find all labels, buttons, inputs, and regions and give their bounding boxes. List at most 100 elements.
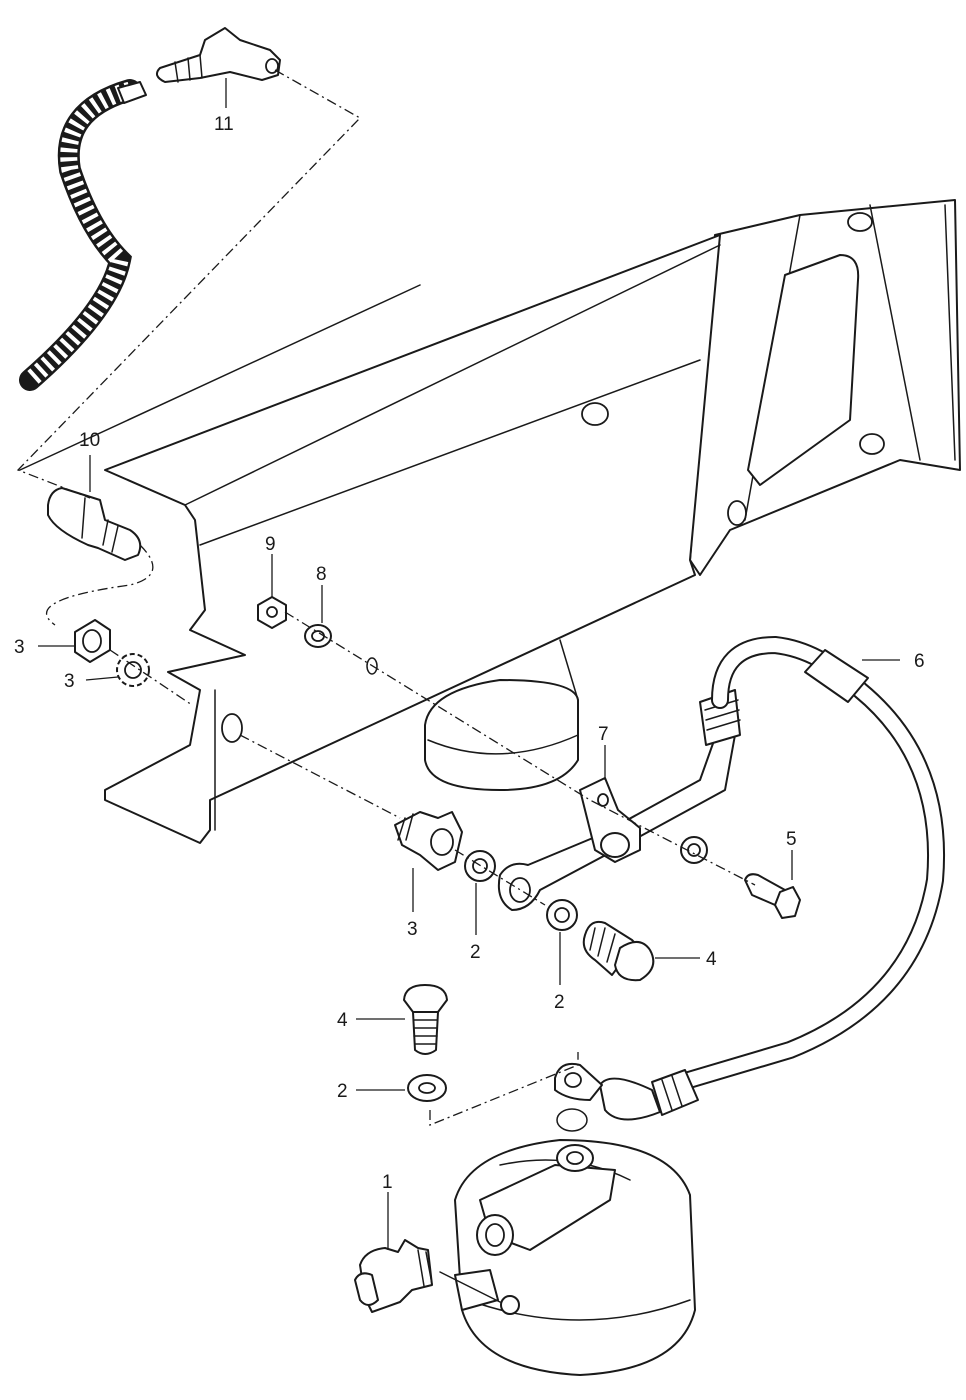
assembly-line-hose <box>16 69 362 499</box>
hose-banjo-hole <box>564 1072 582 1088</box>
hose-end <box>117 81 147 104</box>
tank-side-port-hole <box>485 1223 505 1247</box>
main-beam <box>104 234 721 844</box>
small-nut-hole <box>266 606 278 618</box>
banjo-bolt-threads <box>589 927 616 963</box>
washer-hole <box>418 1082 436 1094</box>
drain-valve-part-1 <box>354 1239 433 1313</box>
callout-labels: 11 10 9 8 3 3 7 6 5 3 2 2 4 4 2 1 <box>14 114 925 1193</box>
callout-3-washer: 3 <box>64 671 75 692</box>
assembly-line-nut <box>109 649 193 706</box>
nut-part-3 <box>74 619 111 663</box>
pipe-assembly <box>497 689 741 911</box>
air-tank <box>439 1139 696 1376</box>
beam-face-edge <box>199 359 701 546</box>
callout-4-left: 4 <box>337 1010 348 1031</box>
bellows-fold <box>427 734 579 755</box>
lock-washer-part-3 <box>116 653 150 687</box>
corrugated-hose <box>19 79 147 391</box>
bracket-part-7 <box>579 777 641 863</box>
drain-valve-threads <box>417 1249 433 1287</box>
callout-1: 1 <box>382 1172 393 1193</box>
washer-lower <box>556 1108 588 1132</box>
hose-end-nut-flats <box>661 1075 683 1111</box>
callout-2-upper: 2 <box>470 942 481 963</box>
elbow-port <box>265 58 279 74</box>
assembly-line-bolt <box>284 611 756 886</box>
banjo-bolt-head <box>403 984 448 1013</box>
callout-7: 7 <box>598 724 609 745</box>
fitting-part-10 <box>47 487 142 561</box>
banjo-bolt-part-4 <box>403 984 448 1055</box>
bracket-clamp <box>600 832 630 858</box>
lock-washer-hole <box>124 661 142 679</box>
beam-top-edge <box>184 244 721 506</box>
adapter-threads <box>397 813 414 841</box>
drain-valve-body <box>359 1239 433 1313</box>
elbow-barbs <box>174 54 203 83</box>
elbow-body <box>155 27 281 83</box>
beam-hole <box>581 402 609 426</box>
washer-part-2 <box>546 899 578 931</box>
frame-hole <box>727 500 747 526</box>
hose-end-nut <box>651 1069 699 1116</box>
banjo-bolt-part-4 <box>582 920 655 982</box>
banjo-bolt-shank <box>412 1011 439 1055</box>
banjo-eye <box>509 877 531 903</box>
chassis-frame <box>19 199 961 844</box>
hex-nut-hole <box>82 629 102 653</box>
fitting-grooves <box>81 497 119 553</box>
tank-seam <box>467 1299 691 1321</box>
elbow-connector-part-11 <box>155 27 281 83</box>
callout-11: 11 <box>214 114 234 135</box>
nut-part-9 <box>257 596 287 629</box>
callout-5: 5 <box>786 829 797 850</box>
leader-3b <box>85 676 119 681</box>
air-bellows <box>424 679 579 791</box>
frame-hole <box>847 212 873 232</box>
assembly-line-tank <box>429 1052 579 1126</box>
flex-hose-part-6 <box>554 635 945 1121</box>
callout-2-lower: 2 <box>337 1081 348 1102</box>
washer-part-2 <box>407 1074 447 1102</box>
callout-8: 8 <box>316 564 327 585</box>
hose-fill <box>665 637 943 1092</box>
beam-reference-line <box>19 284 421 471</box>
frame-cutout <box>747 254 860 486</box>
frame-hole <box>859 433 885 455</box>
bolt-head <box>774 886 801 919</box>
callout-10: 10 <box>79 430 100 451</box>
fitting-body <box>47 487 142 561</box>
rigid-pipe <box>497 694 736 911</box>
callout-4-right: 4 <box>706 949 717 970</box>
hose-sleeve <box>804 649 869 703</box>
callout-2-middle: 2 <box>554 992 565 1013</box>
callout-9: 9 <box>265 534 276 555</box>
adapter-body <box>394 811 463 871</box>
o-ring <box>366 657 378 675</box>
adapter-port <box>430 828 454 856</box>
beam-hole <box>221 713 243 743</box>
callout-3-adapter: 3 <box>407 919 418 940</box>
washer-upper-right <box>680 836 708 864</box>
assembly-line-fitting <box>45 544 154 626</box>
assembly-line-washer <box>454 849 546 906</box>
banjo-bolt-head <box>614 941 655 982</box>
callout-3-nut: 3 <box>14 637 25 658</box>
washer-hole <box>554 907 570 923</box>
hose-end-fitting <box>599 1077 661 1121</box>
callout-leaders <box>38 78 900 1250</box>
drain-valve-cap <box>354 1272 379 1306</box>
banjo-bolt-threads <box>413 1019 438 1045</box>
bracket-hole <box>597 793 609 807</box>
bellows-stem <box>559 639 579 701</box>
adapter-part-3 <box>394 811 463 871</box>
tank-clamp-nut <box>500 1295 520 1315</box>
tank-top-port-hole <box>566 1151 584 1165</box>
tank-clamp-bolt <box>439 1271 501 1303</box>
hose-outline <box>19 79 141 391</box>
hose-corrugation <box>24 81 133 387</box>
washer <box>556 1108 588 1132</box>
